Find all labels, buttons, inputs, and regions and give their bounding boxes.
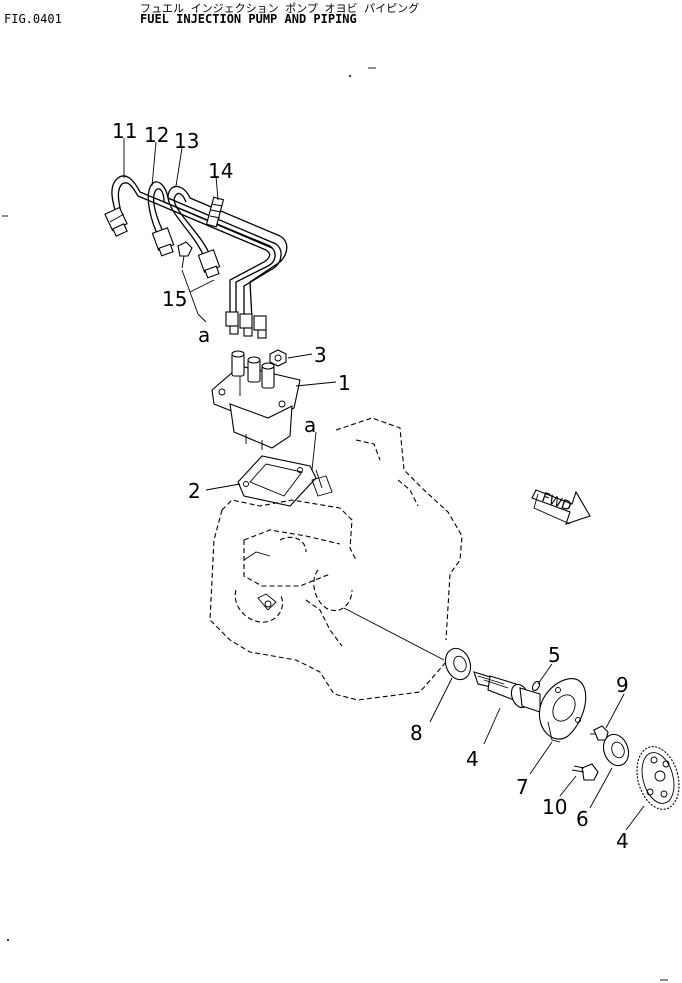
- pipe-12-nut: [151, 227, 175, 257]
- callout-6: 6: [576, 807, 589, 831]
- callout-labels: 11 12 13 14 15 a 3 1 a 2 5 9 8 4 7 10 6 …: [112, 119, 629, 853]
- injection-pump: [211, 350, 301, 450]
- bearing: [444, 647, 472, 681]
- callout-4-gear: 4: [616, 829, 629, 853]
- callout-2: 2: [188, 479, 201, 503]
- callout-11: 11: [112, 119, 137, 143]
- engine-block-solid-details: [243, 475, 333, 611]
- callout-9: 9: [616, 673, 629, 697]
- callout-13: 13: [174, 129, 199, 153]
- callout-a-top: a: [198, 323, 210, 347]
- callout-10: 10: [542, 795, 567, 819]
- callout-15: 15: [162, 287, 187, 311]
- callout-a-pump: a: [304, 413, 316, 437]
- pipe-clamp: [205, 196, 225, 228]
- drive-shaft: [473, 671, 541, 713]
- callout-1: 1: [338, 371, 351, 395]
- figure-number: FIG.0401: [4, 12, 62, 26]
- bearing-ring: [602, 733, 630, 767]
- leader-lines: [123, 138, 645, 831]
- callout-4-shaft: 4: [466, 747, 479, 771]
- title-katakana: フュエル インジェクション ポンプ オヨビ パイピング: [140, 2, 420, 15]
- callout-12: 12: [144, 123, 169, 147]
- callout-5: 5: [548, 643, 561, 667]
- injection-pipes: [104, 175, 288, 339]
- pump-gasket: [237, 455, 317, 507]
- engine-block-outline: [209, 417, 463, 701]
- callout-8: 8: [410, 721, 423, 745]
- fwd-label: FWD: [540, 490, 574, 514]
- pipe-11-nut: [104, 206, 128, 237]
- callout-3: 3: [314, 343, 327, 367]
- callout-7: 7: [516, 775, 529, 799]
- pipe-13-nut: [197, 249, 221, 279]
- scan-specks: [2, 67, 668, 981]
- drive-gear: [636, 746, 680, 810]
- clamp-bolt: [177, 241, 193, 269]
- mounting-bolt: [571, 763, 599, 781]
- delivery-valves: [231, 350, 275, 389]
- flange: [538, 678, 587, 743]
- figure-title: FUEL INJECTION PUMP AND PIPING: [140, 12, 357, 26]
- forward-direction-arrow: FWD: [531, 489, 591, 525]
- callout-14: 14: [208, 159, 233, 183]
- pump-nut: [269, 349, 287, 367]
- flange-bolt: [590, 725, 609, 741]
